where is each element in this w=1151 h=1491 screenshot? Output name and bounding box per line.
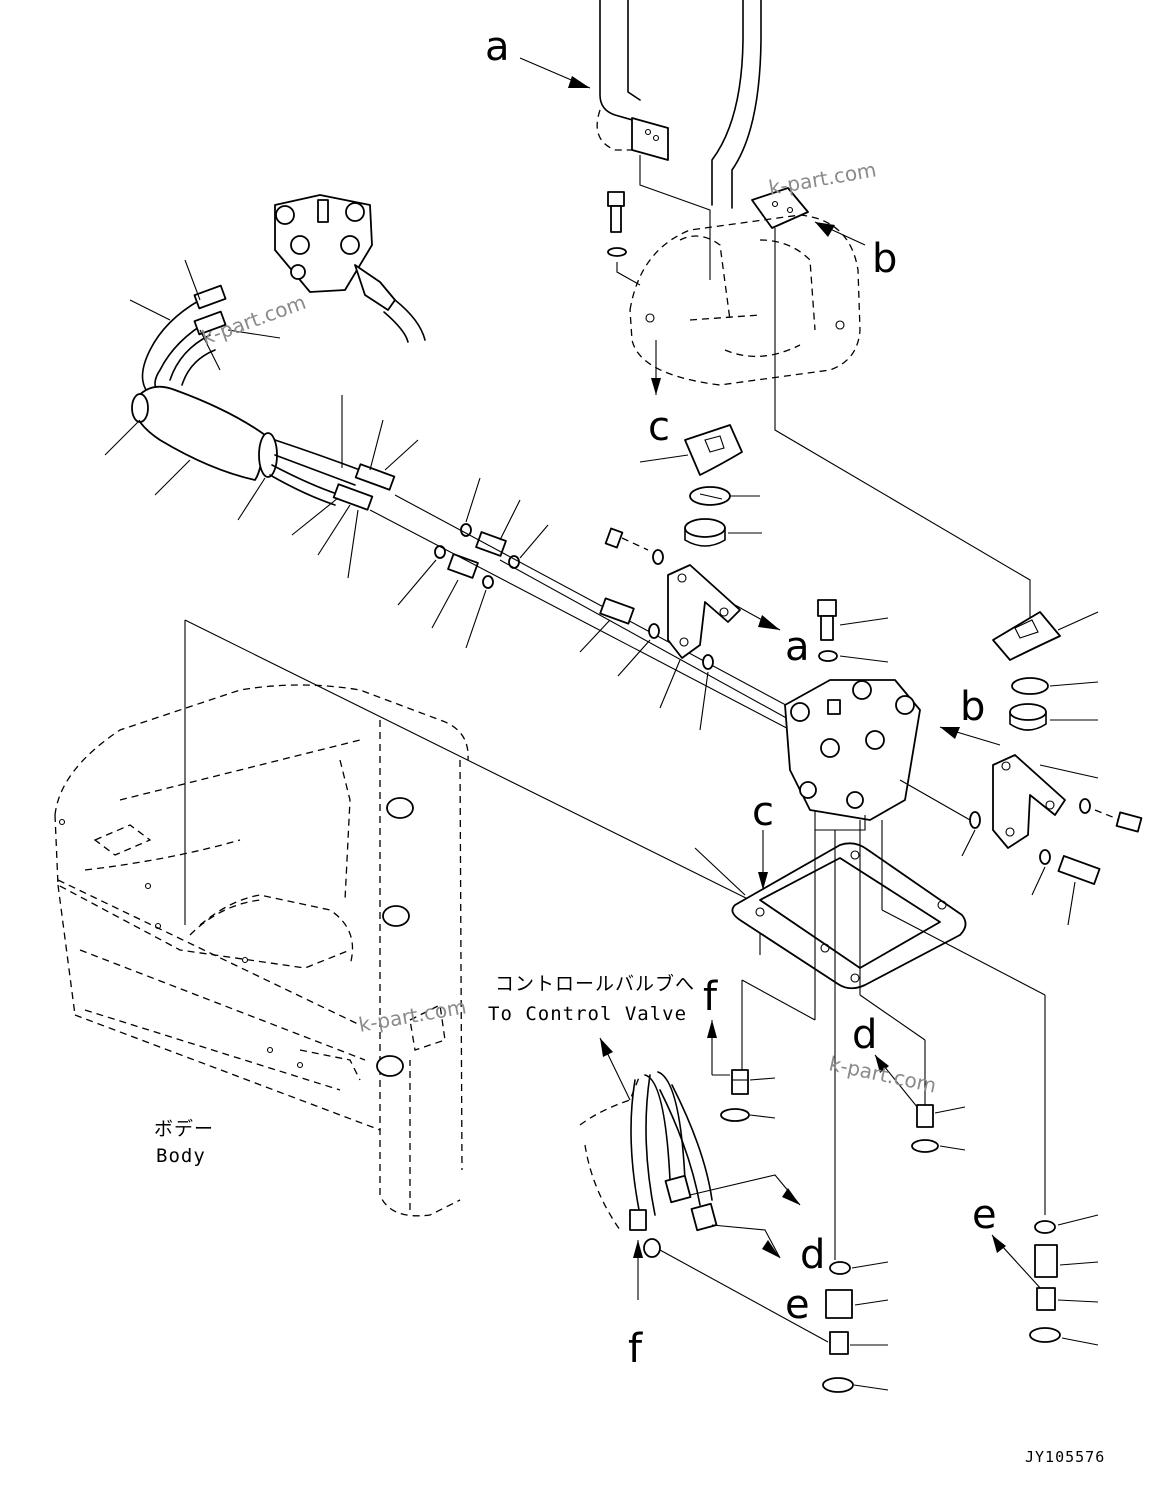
assembly-guide-lines: [184, 494, 811, 955]
watermark-top: k-part.com: [767, 157, 878, 200]
bracket-mid: [667, 564, 741, 659]
fittings-middle: [397, 477, 549, 649]
drawing-code: JY105576: [1025, 1448, 1105, 1466]
bolt-top: [607, 191, 641, 286]
bolt-vertical: [817, 599, 889, 663]
boot-left: [639, 424, 743, 476]
arrow-to-control-valve: [599, 1037, 631, 1101]
fittings-bottom: [822, 1261, 889, 1393]
ref-letter-e-right: e: [972, 1192, 997, 1238]
fitting-d-mid: [911, 1104, 966, 1153]
ref-letter-c-top: c: [648, 404, 670, 450]
lever-pipe-right: [711, 0, 809, 229]
ref-letter-a-top: a: [485, 24, 510, 70]
watermark-mid: k-part.com: [827, 1051, 939, 1097]
fittings-right: [1029, 1214, 1099, 1346]
ref-letter-b-top: b: [872, 236, 897, 282]
note-control-valve-jp: コントロールバルブへ: [495, 972, 695, 995]
bolt-right-upper: [1079, 798, 1143, 833]
ref-letter-b-mid: b: [960, 684, 985, 730]
console-cover: [629, 214, 861, 386]
arrow-a-mid: [734, 604, 781, 631]
bracket-right: [992, 754, 1099, 849]
leader-e-low: [711, 1224, 781, 1259]
bolt-mid-2: [579, 597, 714, 731]
seal-right: [1011, 677, 1099, 695]
spring-left: [684, 518, 762, 547]
boot-right: [992, 611, 1099, 661]
cab-body: [54, 684, 469, 1217]
bolt-mid-left: [604, 527, 664, 565]
arrow-d-mid: [874, 1054, 919, 1109]
gasket-plate: [694, 842, 967, 990]
spring-right: [1009, 703, 1098, 731]
arrow-a-top: [519, 57, 591, 89]
valve-port-lines: [741, 820, 1046, 1260]
ref-letter-a-mid: a: [785, 624, 810, 670]
seal-left: [689, 486, 760, 506]
ref-letter-f-mid: f: [703, 974, 718, 1020]
callout-leaders-upper-left: [104, 259, 419, 579]
leader-d-low: [689, 1174, 801, 1206]
ref-letter-d-low: d: [800, 1232, 825, 1278]
pilot-valve-top: [274, 194, 426, 343]
fitting-f-upper: [720, 1069, 776, 1122]
arrow-f-low: [633, 1240, 643, 1300]
note-body-en: Body: [156, 1145, 206, 1167]
hose-lower: [579, 1071, 718, 1258]
lever-pipe-left: [596, 0, 669, 161]
note-body-jp: ボデー: [154, 1118, 214, 1140]
bolt-right-lower: [1031, 849, 1101, 926]
ref-letter-c-mid: c: [752, 789, 774, 835]
note-control-valve-en: To Control Valve: [488, 1003, 687, 1025]
hose-bundle: [131, 284, 396, 511]
arrow-b-top: [814, 221, 866, 246]
ref-letter-d-mid: d: [852, 1012, 877, 1058]
arrow-e-right: [991, 1234, 1043, 1291]
ref-letter-f-low: f: [628, 1326, 643, 1372]
arrow-f-mid: [707, 1020, 730, 1076]
arrow-c-mid: [758, 830, 768, 890]
arrow-c-top: [651, 340, 661, 395]
washer-right: [961, 811, 981, 857]
pilot-valve-main: [784, 679, 921, 831]
arrow-b-mid: [939, 726, 1001, 746]
